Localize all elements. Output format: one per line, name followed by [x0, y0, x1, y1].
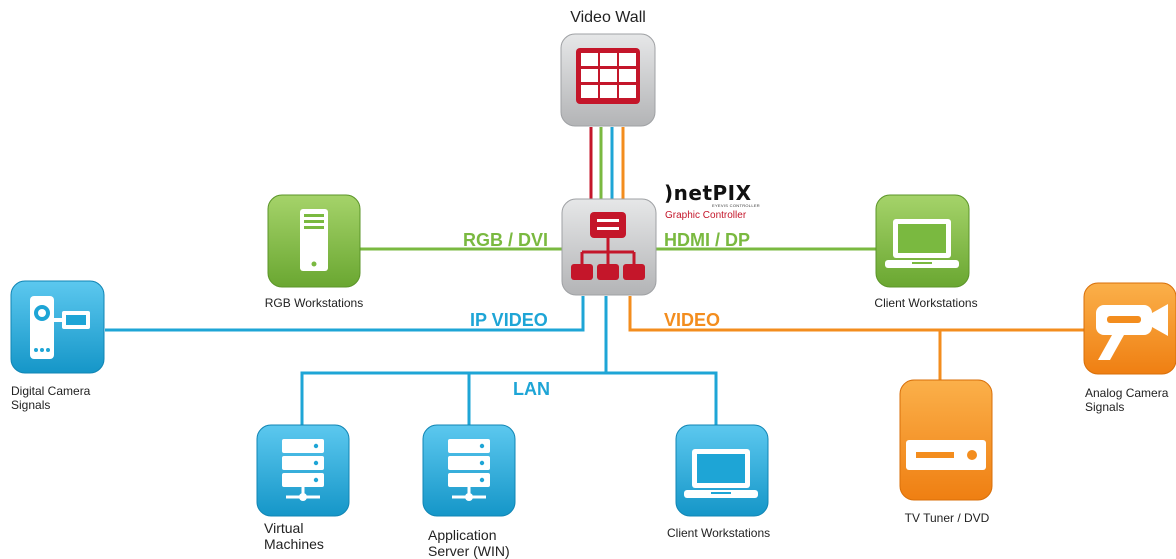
application-server-label: Application Server (WIN) [428, 527, 510, 559]
virtual-machines-label-line-2: Machines [264, 536, 324, 552]
virtual-machines-label: Virtual Machines [264, 520, 324, 552]
tv-tuner-node[interactable] [899, 379, 993, 501]
server-stack-icon [448, 439, 490, 501]
network-hierarchy-icon [571, 212, 645, 280]
client-workstations-bottom-node[interactable] [675, 424, 769, 517]
analog-camera-label: Analog Camera Signals [1085, 386, 1168, 414]
virtual-machines-node[interactable] [256, 424, 350, 517]
video-wall-icon [576, 48, 640, 104]
brand-subtitle: EYEVIS CONTROLLER [712, 203, 761, 208]
video-wall-title: Video Wall [570, 9, 646, 26]
digital-camera-node[interactable] [10, 280, 105, 374]
analog-camera-label-line-2: Signals [1085, 400, 1125, 414]
digital-camera-label-line-2: Signals [11, 398, 51, 412]
server-stack-icon [282, 439, 324, 501]
rgb-workstations-node[interactable] [267, 194, 361, 288]
video-label: VIDEO [664, 310, 721, 330]
brand-name: )netPIX [664, 181, 752, 205]
digital-camera-label-line-1: Digital Camera [11, 384, 91, 398]
ip-video-label: IP VIDEO [470, 310, 548, 330]
lan-bus-line [300, 371, 718, 427]
tv-tuner-label: TV Tuner / DVD [904, 511, 990, 525]
video-wall-node[interactable] [560, 33, 656, 127]
client-workstations-top-node[interactable] [875, 194, 970, 288]
cctv-camera-icon [1096, 304, 1168, 360]
ip-video-line [105, 296, 585, 332]
application-server-label-line-2: Server (WIN) [428, 543, 510, 559]
hdmi-dp-label: HDMI / DP [664, 230, 751, 250]
rgb-workstations-label: RGB Workstations [264, 296, 364, 310]
connection-lines [105, 127, 1085, 427]
dvd-player-icon [906, 440, 986, 470]
digital-camera-label: Digital Camera Signals [11, 384, 90, 412]
controller-node[interactable] [561, 198, 657, 296]
laptop-icon [684, 449, 758, 498]
tower-pc-icon [300, 209, 328, 271]
application-server-node[interactable] [422, 424, 516, 517]
video-camera-icon [30, 296, 90, 359]
client-workstations-bottom-label: Client Workstations [667, 526, 771, 540]
brand-tagline: Graphic Controller [665, 210, 747, 221]
lan-label: LAN [513, 379, 550, 399]
virtual-machines-label-line-1: Virtual [264, 520, 304, 536]
rgb-dvi-label: RGB / DVI [463, 230, 549, 250]
video-line [628, 296, 1085, 332]
analog-camera-label-line-1: Analog Camera [1085, 386, 1169, 400]
client-workstations-top-label: Client Workstations [874, 296, 978, 310]
analog-camera-node[interactable] [1083, 282, 1176, 375]
application-server-label-line-1: Application [428, 527, 497, 543]
laptop-icon [885, 219, 959, 268]
